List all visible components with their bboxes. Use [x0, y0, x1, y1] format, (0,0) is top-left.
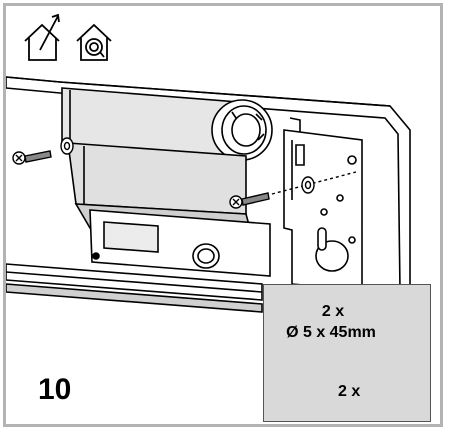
bottom-rail	[6, 263, 263, 313]
screw-size: Ø 5 x 45mm	[286, 324, 376, 341]
house-with-exhaust-arrow-icon	[24, 13, 60, 61]
washer-quantity: 2 x	[338, 383, 361, 400]
step-number: 10	[38, 373, 72, 406]
house-with-recirculation-icon	[76, 23, 112, 61]
right-screw-assembly	[229, 171, 357, 209]
hood-body-drawing	[6, 76, 411, 313]
screw-quantity: 2 x	[321, 303, 345, 320]
left-screw-assembly	[12, 137, 74, 165]
mounting-bracket	[283, 129, 363, 291]
parts-panel	[263, 284, 431, 422]
lower-chassis	[89, 209, 271, 277]
